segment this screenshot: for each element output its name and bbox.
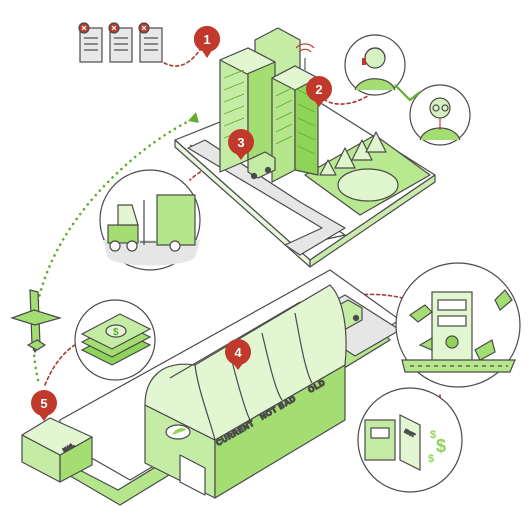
mail-roof (21, 417, 93, 456)
factory-block: CURRENT NOT BAD OLD MAIL (21, 269, 401, 506)
marker-5[interactable]: 5 (31, 390, 57, 421)
exit-sign: EXIT (403, 428, 416, 439)
forklift-icon (107, 200, 156, 252)
customer-icon (409, 84, 471, 146)
dotted-line-5 (44, 339, 86, 386)
truck-icon (156, 194, 196, 246)
marker-2-label: 2 (315, 82, 322, 97)
factory-door (179, 454, 206, 496)
dollar-icon: $ (428, 453, 434, 465)
call-center-agent-icon (344, 34, 406, 96)
tree-icon (319, 131, 387, 176)
robot-arm-icon (409, 289, 513, 361)
forklift-scene (99, 169, 201, 271)
dollar-icon: $ (113, 327, 119, 338)
marker-3[interactable]: 3 (228, 129, 254, 160)
pond-icon (337, 168, 399, 202)
truck-icon (247, 151, 276, 180)
server-icon (108, 22, 133, 63)
marker-1[interactable]: 1 (193, 26, 220, 58)
airplane-icon (10, 289, 63, 354)
marker-4-label: 4 (234, 345, 242, 360)
marker-5-label: 5 (40, 396, 47, 411)
city-ground-edge-right (309, 174, 436, 268)
machine-scene (395, 262, 521, 388)
servers-group (78, 22, 163, 63)
marker-1-label: 1 (203, 32, 210, 47)
dollar-icon: $ (436, 436, 446, 456)
marker-2[interactable]: 2 (306, 76, 332, 107)
money-stack-icon: $ (74, 299, 156, 381)
route-arrowhead (188, 112, 199, 123)
antenna-icon (295, 43, 315, 70)
marker-3-label: 3 (237, 135, 244, 150)
dollar-icon: $ (430, 429, 436, 441)
server-icon (138, 22, 163, 63)
exit-scene: EXIT $ $ $ (357, 387, 463, 493)
phone-connector (394, 84, 421, 102)
building-left-top (219, 47, 276, 75)
server-icon (78, 22, 103, 63)
marker-4[interactable]: 4 (225, 339, 251, 370)
